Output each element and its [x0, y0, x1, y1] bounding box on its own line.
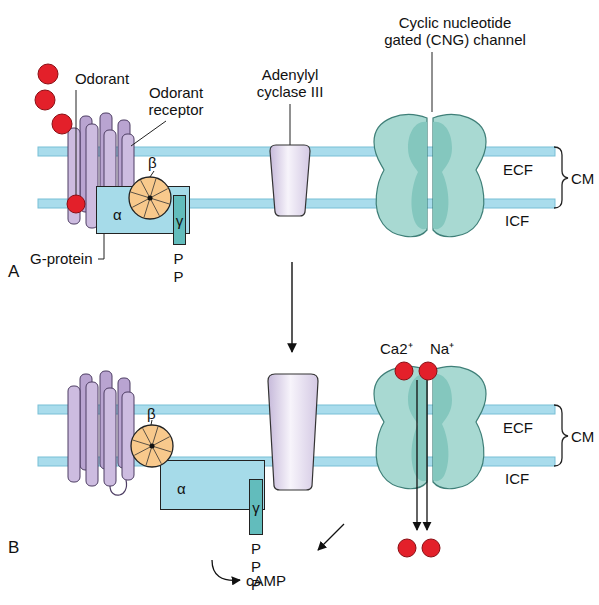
part-label: G-protein [30, 250, 93, 267]
ion-label: Na⁺ [430, 340, 454, 357]
subunit-spoke [134, 446, 152, 455]
region-label: ICF [505, 212, 529, 229]
transition-arrow [291, 262, 292, 352]
subunit-label: β [147, 406, 156, 421]
phosphate-label: P [172, 268, 185, 285]
gamma-subunit: γ [249, 479, 263, 535]
subunit-label: γ [250, 480, 262, 534]
ion [398, 539, 416, 557]
region-label: ICF [505, 470, 529, 487]
region-label: ECF [503, 161, 533, 178]
curved-arrow [212, 560, 240, 580]
cng-channel [374, 115, 486, 237]
odorant-molecule [35, 90, 55, 110]
part-label: Odorant [66, 70, 138, 87]
alpha-subunit: αγ [160, 460, 265, 510]
adenylyl-cyclase [268, 374, 318, 490]
leader-line [432, 52, 433, 112]
ion-flow-arrow [416, 380, 417, 530]
subunit-spoke [143, 428, 152, 446]
part-label: Odorant receptor [136, 84, 216, 119]
leader-line [98, 234, 104, 259]
subunit-circle [129, 177, 171, 219]
adenylyl-cyclase [270, 145, 310, 216]
subunit-label: β [148, 155, 157, 170]
gamma-subunit: γ [173, 195, 186, 245]
subunit-label: α [177, 481, 186, 496]
panel-letter: A [8, 262, 19, 282]
beta-subunit: β [130, 424, 174, 468]
region-label: CM [571, 170, 594, 187]
subunit-outline [130, 424, 174, 468]
subunit-center [148, 196, 153, 201]
receptor-tail [110, 480, 127, 495]
region-label: ECF [503, 419, 533, 436]
leader-line [150, 171, 154, 177]
subunit-outline [128, 176, 172, 220]
part-label: Cyclic nucleotide gated (CNG) channel [381, 14, 529, 49]
subunit-spoke [150, 198, 159, 216]
ion [419, 362, 437, 380]
odorant-molecule [38, 64, 58, 84]
subunit-label: α [113, 207, 122, 222]
phosphate-label: P [249, 558, 263, 575]
part-label: Adenylyl cyclase III [245, 66, 335, 101]
signal-arrow [318, 524, 344, 550]
ion-label: Ca2⁺ [380, 340, 413, 357]
ion [395, 362, 413, 380]
phosphate-label: P [249, 540, 263, 557]
subunit-circle [131, 425, 173, 467]
odorant-molecule [67, 195, 85, 213]
ion [422, 539, 440, 557]
subunit-center [150, 444, 155, 449]
region-label: CM [571, 428, 594, 445]
beta-subunit: β [128, 176, 172, 220]
ion-flow-arrow [426, 380, 427, 530]
phosphate-label: P [249, 576, 263, 593]
leader-line [131, 121, 166, 146]
membrane-brace [554, 147, 568, 208]
cng-channel [374, 367, 486, 489]
phosphate-label: P [172, 250, 185, 267]
subunit-spoke [150, 189, 168, 198]
subunit-spoke [152, 446, 161, 464]
subunit-spoke [141, 180, 150, 198]
subunit-spoke [132, 198, 150, 207]
subunit-label: γ [174, 196, 185, 244]
subunit-spoke [152, 437, 170, 446]
membrane-brace [554, 405, 568, 466]
panel-letter: B [8, 538, 19, 558]
leader-line [290, 104, 291, 145]
odorant-molecule [52, 114, 72, 134]
leader-line [76, 90, 77, 196]
odorant-receptor [68, 371, 134, 486]
